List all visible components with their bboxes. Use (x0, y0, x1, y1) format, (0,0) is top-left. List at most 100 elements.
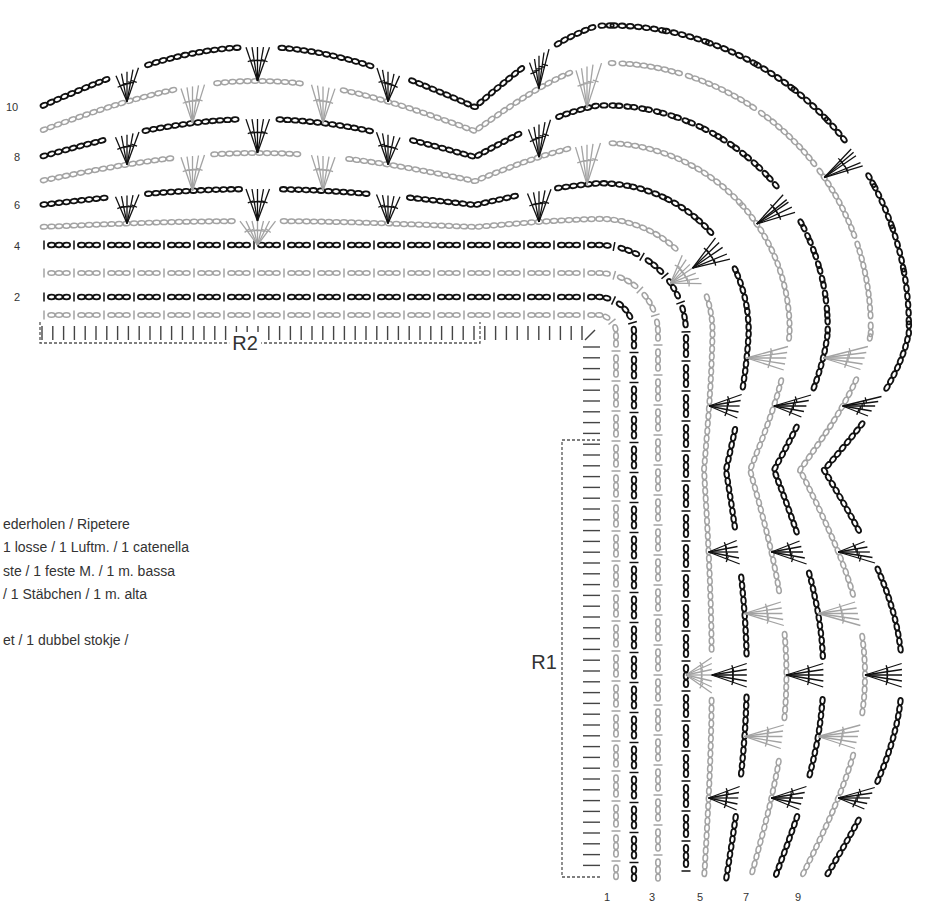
chain-stitch (198, 271, 205, 276)
single-crochet (612, 800, 621, 802)
chain-stitch (609, 141, 616, 146)
chain-stitch (226, 151, 233, 156)
chain-stitch (588, 295, 595, 300)
chain-stitch (706, 412, 711, 420)
chain-stitch (175, 243, 182, 248)
single-crochet (612, 440, 621, 442)
chain-stitch (709, 645, 714, 652)
chain-stitch (408, 313, 415, 318)
chain-stitch (656, 634, 661, 641)
chain-stitch (460, 224, 467, 229)
chain-stitch (303, 219, 310, 224)
chain-stitch (624, 142, 632, 148)
chain-stitch (573, 295, 580, 300)
chain-stitch (819, 704, 824, 712)
foundation-tick (583, 638, 600, 639)
chain-stitch (475, 295, 482, 300)
single-crochet (682, 420, 691, 422)
chain-stitch (705, 427, 710, 435)
double-crochet-fan (686, 658, 712, 676)
chain-stitch (632, 334, 637, 341)
chain-stitch (168, 271, 175, 276)
chain-stitch (614, 445, 619, 452)
chain-stitch (325, 271, 332, 276)
chain-stitch (632, 814, 637, 821)
chain-stitch (600, 103, 607, 108)
double-crochet-fan (745, 614, 784, 620)
foundation-tick (182, 326, 183, 340)
chain-stitch (48, 243, 55, 248)
chain-stitch (746, 315, 751, 323)
chain-stitch (608, 181, 616, 186)
chain-stitch (445, 243, 452, 248)
chain-stitch (363, 243, 370, 248)
chain-stitch (115, 295, 122, 300)
single-crochet (654, 344, 663, 346)
chain-stitch (705, 824, 710, 831)
chain-stitch (99, 166, 107, 172)
single-crochet (463, 293, 465, 302)
foundation-tick (583, 670, 600, 671)
chain-stitch (707, 765, 712, 772)
chain-stitch (314, 120, 322, 125)
chain-stitch (684, 725, 689, 732)
chain-stitch (862, 663, 867, 670)
double-crochet-fan (745, 725, 784, 737)
foundation-tick (583, 390, 600, 391)
double-crochet-fan (187, 87, 193, 123)
chain-stitch (705, 525, 710, 532)
chain-stitch (684, 372, 689, 379)
chain-stitch (704, 839, 709, 846)
single-crochet (628, 321, 637, 324)
single-crochet (373, 269, 375, 278)
double-crochet-fan (818, 614, 859, 620)
chain-stitch (445, 223, 452, 228)
chain-stitch (684, 440, 689, 447)
single-crochet (682, 360, 691, 362)
chain-stitch (656, 559, 661, 566)
chain-stitch (161, 89, 169, 95)
foundation-tick (583, 530, 600, 531)
single-crochet (103, 241, 105, 250)
chain-stitch (63, 199, 71, 204)
chain-stitch (656, 334, 661, 341)
chain-stitch (684, 785, 689, 792)
double-crochet-fan (252, 119, 258, 153)
chain-stitch (741, 747, 746, 755)
chain-stitch (70, 198, 78, 203)
chain-stitch (710, 345, 715, 352)
single-crochet (682, 510, 691, 512)
foundation-tick (495, 326, 496, 340)
chain-stitch (725, 478, 731, 486)
double-crochet-fan (714, 260, 715, 266)
single-crochet (630, 352, 639, 354)
chain-stitch (626, 24, 634, 29)
double-crochet-fan (771, 541, 799, 552)
double-crochet-fan (252, 189, 258, 221)
chain-stitch (632, 761, 637, 768)
double-crochet-fan (587, 143, 600, 184)
chain-stitch (656, 799, 661, 806)
chain-stitch (868, 311, 873, 318)
chain-stitch (468, 224, 475, 229)
chain-stitch (644, 188, 652, 195)
double-crochet-fan (377, 132, 389, 164)
chain-stitch (614, 820, 619, 827)
chain-stitch (408, 295, 415, 300)
single-crochet (612, 350, 621, 352)
single-crochet (654, 734, 663, 736)
chain-stitch (438, 295, 445, 300)
chain-stitch (183, 295, 190, 300)
chain-stitch (70, 223, 77, 228)
chain-stitch (332, 189, 339, 194)
single-crochet (682, 570, 691, 572)
chain-stitch (483, 313, 490, 318)
chain-stitch (899, 256, 905, 264)
foundation-tick (583, 660, 600, 661)
double-crochet-fan (685, 274, 687, 280)
single-crochet (433, 241, 435, 250)
single-crochet (283, 269, 285, 278)
chain-stitch (653, 148, 661, 154)
chain-stitch (610, 23, 617, 28)
double-crochet-fan (592, 159, 598, 161)
